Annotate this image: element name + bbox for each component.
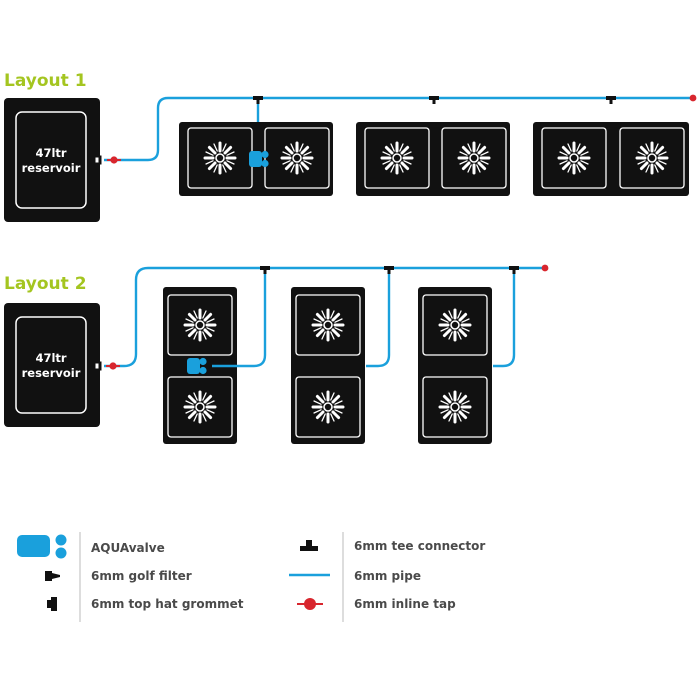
reservoir-1-label-line2: reservoir [22,161,81,175]
top-hat-grommet-icon [94,361,102,371]
tee-connector-icon [253,96,263,104]
legend-label-aquavalve: AQUAvalve [91,541,165,555]
tee-connector-icon [384,266,394,274]
tee-connector-icon [429,96,439,104]
tee-connector-icon [509,266,519,274]
legend-label-inline-tap: 6mm inline tap [354,597,456,611]
reservoir-1-label-line1: 47ltr [35,146,66,160]
legend-label-top-hat-grommet: 6mm top hat grommet [91,597,244,611]
layout-2-title: Layout 2 [4,274,87,294]
inline-tap-icon [105,361,121,371]
grow-unit-1c [533,122,689,196]
tee-connector-icon [606,96,616,104]
top-hat-grommet-icon [47,597,57,611]
legend: AQUAvalve 6mm golf filter 6mm top hat gr… [17,532,485,622]
reservoir-2-label-line1: 47ltr [35,351,66,365]
grow-unit-1a [179,122,333,196]
tee-connector-icon [300,540,318,551]
grow-unit-1b [356,122,510,196]
top-hat-grommet-icon [94,155,102,165]
aquavalve-icon [17,534,67,559]
pipe-layout-2 [104,266,545,368]
reservoir-1: 47ltr reservoir [4,98,100,222]
grow-unit-2c [418,287,492,444]
legend-label-pipe: 6mm pipe [354,569,421,583]
inline-tap-icon [297,598,323,610]
inline-tap-icon [689,94,697,102]
legend-label-tee-connector: 6mm tee connector [354,539,485,553]
layout-1-title: Layout 1 [4,71,87,91]
tee-connector-icon [260,266,270,274]
golf-filter-icon [45,571,60,581]
grow-unit-2b [291,287,365,444]
reservoir-2-label-line2: reservoir [22,366,81,380]
reservoir-2: 47ltr reservoir [4,303,100,427]
inline-tap-icon [106,155,122,165]
inline-tap-icon [541,264,549,272]
legend-label-golf-filter: 6mm golf filter [91,569,192,583]
